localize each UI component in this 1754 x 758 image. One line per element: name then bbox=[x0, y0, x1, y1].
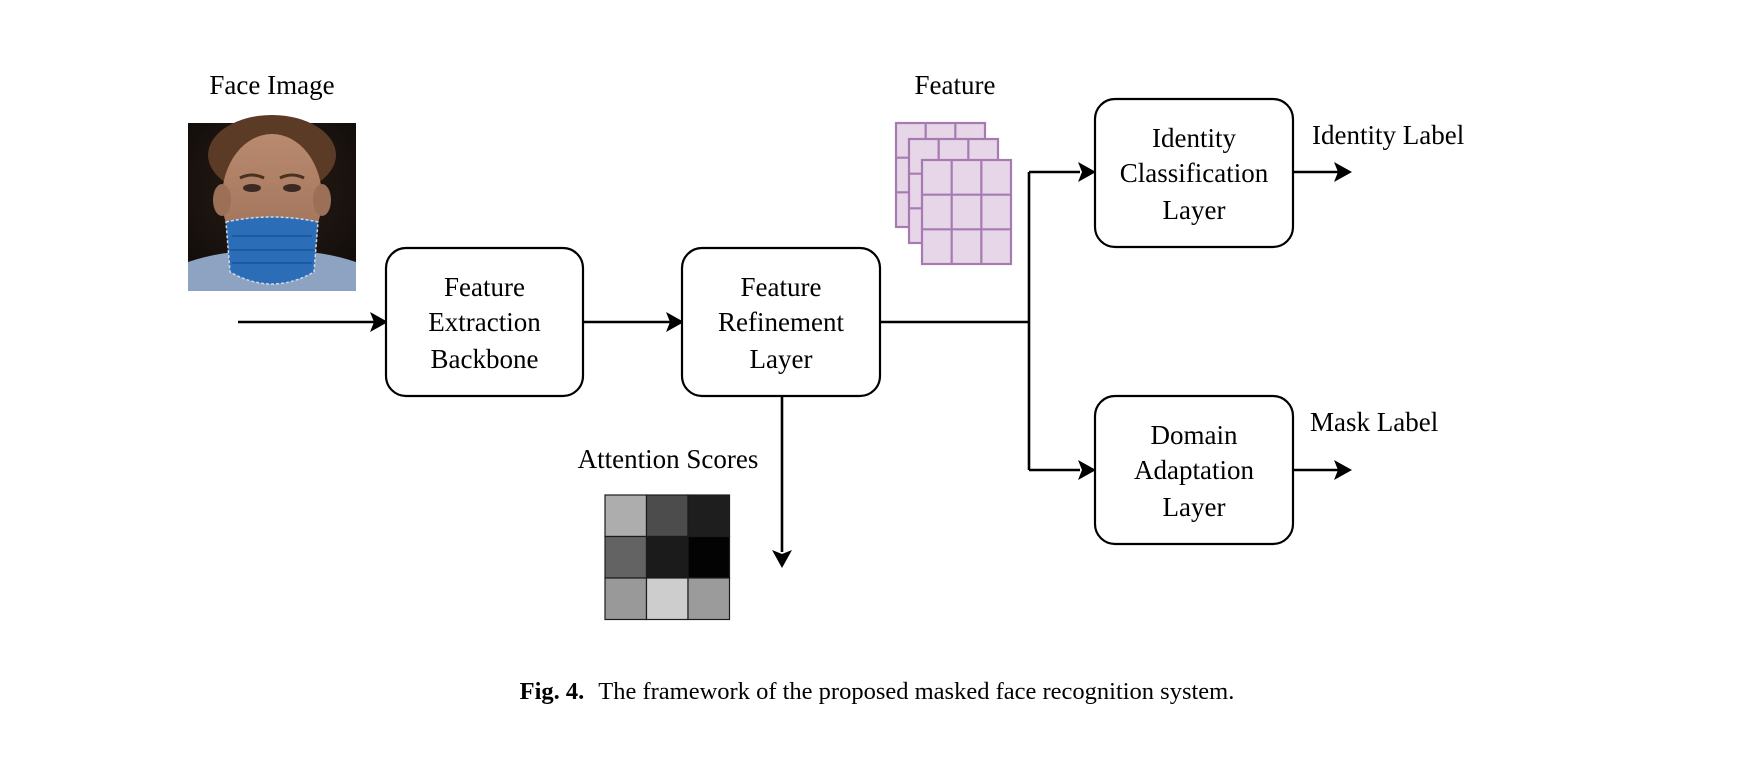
attention-down-arrow bbox=[772, 396, 792, 568]
identity-output-arrow bbox=[1293, 162, 1352, 182]
backbone-to-refinement-arrow bbox=[583, 312, 684, 332]
attention-scores-grid bbox=[604, 494, 731, 621]
attention-cell bbox=[687, 494, 731, 538]
attention-cell bbox=[604, 494, 648, 538]
attention-cell bbox=[604, 577, 648, 621]
backbone-line-3: Backbone bbox=[431, 344, 539, 374]
face-image-label: Face Image bbox=[209, 70, 334, 100]
domain-adaptation-layer-box: Domain Adaptation Layer bbox=[1093, 394, 1295, 546]
identity-line-1: Identity bbox=[1152, 123, 1236, 153]
input-arrow bbox=[238, 312, 388, 332]
identity-label-output: Identity Label bbox=[1312, 120, 1464, 150]
refinement-line-1: Feature bbox=[741, 272, 822, 302]
backbone-line-2: Extraction bbox=[428, 307, 541, 337]
refinement-line-3: Layer bbox=[750, 344, 813, 374]
domain-line-1: Domain bbox=[1151, 420, 1238, 450]
feature-extraction-backbone-box: Feature Extraction Backbone bbox=[384, 246, 585, 398]
identity-classification-layer-box: Identity Classification Layer bbox=[1093, 97, 1295, 249]
feature-refinement-layer-box: Feature Refinement Layer bbox=[680, 246, 882, 398]
attention-cell bbox=[687, 577, 731, 621]
attention-cell bbox=[604, 535, 648, 579]
face-mask-icon bbox=[225, 216, 319, 285]
attention-cell bbox=[645, 577, 689, 621]
feature-map-stack bbox=[894, 121, 1013, 266]
branch-connector bbox=[880, 162, 1096, 480]
attention-cell bbox=[687, 535, 731, 579]
feature-map-layer bbox=[920, 158, 1013, 266]
domain-line-2: Adaptation bbox=[1134, 455, 1254, 485]
identity-line-2: Classification bbox=[1120, 158, 1269, 188]
feature-label: Feature bbox=[915, 70, 996, 100]
figure-caption-text: The framework of the proposed masked fac… bbox=[598, 678, 1235, 705]
figure-number: Fig. 4. bbox=[519, 678, 585, 705]
figure-caption: Fig. 4. The framework of the proposed mas… bbox=[0, 678, 1754, 706]
attention-scores-label: Attention Scores bbox=[578, 444, 759, 474]
refinement-line-2: Refinement bbox=[718, 307, 844, 337]
domain-line-3: Layer bbox=[1163, 492, 1226, 522]
mask-output-arrow bbox=[1293, 460, 1352, 480]
backbone-line-1: Feature bbox=[444, 272, 525, 302]
mask-label-output: Mask Label bbox=[1310, 407, 1438, 437]
identity-line-3: Layer bbox=[1163, 195, 1226, 225]
attention-cell bbox=[645, 535, 689, 579]
attention-cell bbox=[645, 494, 689, 538]
